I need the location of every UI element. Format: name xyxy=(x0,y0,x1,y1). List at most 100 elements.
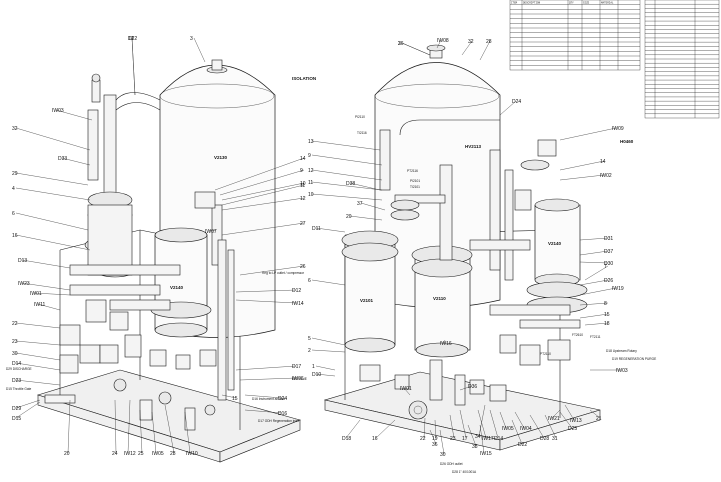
note-upstream-rotary: D18 Upstream Rotary xyxy=(606,349,637,353)
left-callout: D16 xyxy=(278,411,287,417)
right-leader xyxy=(461,40,473,56)
left-leader xyxy=(21,259,71,269)
left-callout: 9 xyxy=(300,168,303,174)
left-leader xyxy=(244,394,283,399)
left-leader xyxy=(193,37,206,63)
left-callout: IW12 xyxy=(124,451,136,457)
left-callout: 6 xyxy=(12,211,15,217)
right-callout: IW13 xyxy=(570,418,582,424)
parts-col-header: DESCRIPTION xyxy=(523,2,541,5)
left-leader xyxy=(15,127,91,151)
right-callout: 1 xyxy=(312,364,315,370)
right-leader xyxy=(311,169,383,181)
right-callout: 19 xyxy=(432,436,438,442)
instrument-tag-pt2110: PT2110 xyxy=(540,352,551,356)
right-callout: D38 xyxy=(346,181,355,187)
right-leader xyxy=(579,302,609,306)
left-leader xyxy=(15,187,91,201)
right-leader xyxy=(315,373,336,377)
note-instrument-air-inlet: D16 Instrument air inlet xyxy=(252,397,285,401)
instrument-tag-ft2111: FT2111 xyxy=(590,335,601,339)
left-leader xyxy=(15,362,61,371)
left-leader xyxy=(221,184,305,206)
left-leader xyxy=(15,234,91,251)
right-leader xyxy=(489,409,499,439)
right-leader xyxy=(479,424,485,454)
right-callout: 36 xyxy=(432,442,438,448)
vessel-tag-v2101: V2101 xyxy=(360,298,374,303)
left-callout: IW14 xyxy=(292,301,304,307)
right-leader xyxy=(315,227,346,233)
left-leader xyxy=(244,409,283,414)
right-callout: 2 xyxy=(308,348,311,354)
left-callout: D13 xyxy=(18,258,27,264)
right-callout: D18 xyxy=(342,436,351,442)
left-leader xyxy=(221,197,305,211)
right-leader xyxy=(360,202,386,211)
left-leader xyxy=(235,289,297,293)
right-callout: 28 xyxy=(486,39,492,45)
right-callout: 15 xyxy=(604,312,610,318)
note-odh-regeneration-inlet: D17 ODH Regeneration inlet xyxy=(258,419,299,423)
right-leader xyxy=(579,261,609,264)
left-callout: IW03 xyxy=(52,108,64,114)
left-callout: IW01 xyxy=(30,291,42,297)
left-callout: D23 xyxy=(12,378,21,384)
instrument-tag-ft2610: FT2610 xyxy=(572,333,583,337)
left-leader xyxy=(55,109,93,121)
right-callout: 6 xyxy=(308,278,311,284)
left-callout: D17 xyxy=(292,364,301,370)
right-leader xyxy=(579,287,617,296)
left-leader xyxy=(37,303,61,311)
right-leader xyxy=(499,100,517,116)
left-leader xyxy=(208,229,217,232)
right-callout: 7 xyxy=(604,264,607,270)
left-callout: IW10 xyxy=(186,451,198,457)
right-callout: D26 xyxy=(604,278,613,284)
right-callout: IW09 xyxy=(612,126,624,132)
isolation-label: ISOLATION xyxy=(292,76,316,81)
right-callout: IW01 xyxy=(400,386,412,392)
right-leader xyxy=(436,39,442,49)
note-reg-to-lp-outlet: Reg to LP outlet / compressor xyxy=(262,271,305,275)
right-leader xyxy=(311,337,346,346)
left-leader xyxy=(164,404,175,454)
left-leader xyxy=(33,292,71,296)
right-leader xyxy=(589,409,601,419)
right-callout: IW04 xyxy=(520,426,532,432)
left-leader xyxy=(239,377,297,381)
right-leader xyxy=(429,429,437,445)
left-callout: 23 xyxy=(12,339,18,345)
right-callout: IW03 xyxy=(616,368,628,374)
right-leader xyxy=(443,339,446,344)
left-callout: D29 xyxy=(12,406,21,412)
right-leader xyxy=(423,417,426,439)
right-leader xyxy=(529,414,545,439)
left-leader xyxy=(139,409,143,454)
left-leader xyxy=(15,172,89,186)
right-callout: 38 xyxy=(472,444,478,450)
right-callout: D22 xyxy=(518,442,527,448)
right-leader xyxy=(439,429,445,455)
left-leader xyxy=(221,394,237,399)
note-throttle-gate: D15 Throttle Gate xyxy=(6,387,32,391)
parts-col-header: MATERIAL xyxy=(601,2,614,5)
right-leader xyxy=(349,182,381,191)
right-callout: 5 xyxy=(308,336,311,342)
left-callout: 28 xyxy=(170,451,176,457)
right-leader xyxy=(459,409,467,439)
left-leader xyxy=(21,282,71,291)
left-skid xyxy=(36,59,301,463)
right-callout: IW05 xyxy=(502,426,514,432)
left-leader xyxy=(114,399,117,454)
right-leader xyxy=(559,174,605,181)
right-leader xyxy=(315,365,336,371)
right-callout: D30 xyxy=(604,261,613,267)
right-callout: IW15 xyxy=(480,451,492,457)
right-callout: 32 xyxy=(468,39,474,45)
right-callout: D10 xyxy=(312,372,321,378)
note-odh-outlet: D26 ODH outlet xyxy=(440,462,463,466)
right-leader xyxy=(579,237,609,241)
